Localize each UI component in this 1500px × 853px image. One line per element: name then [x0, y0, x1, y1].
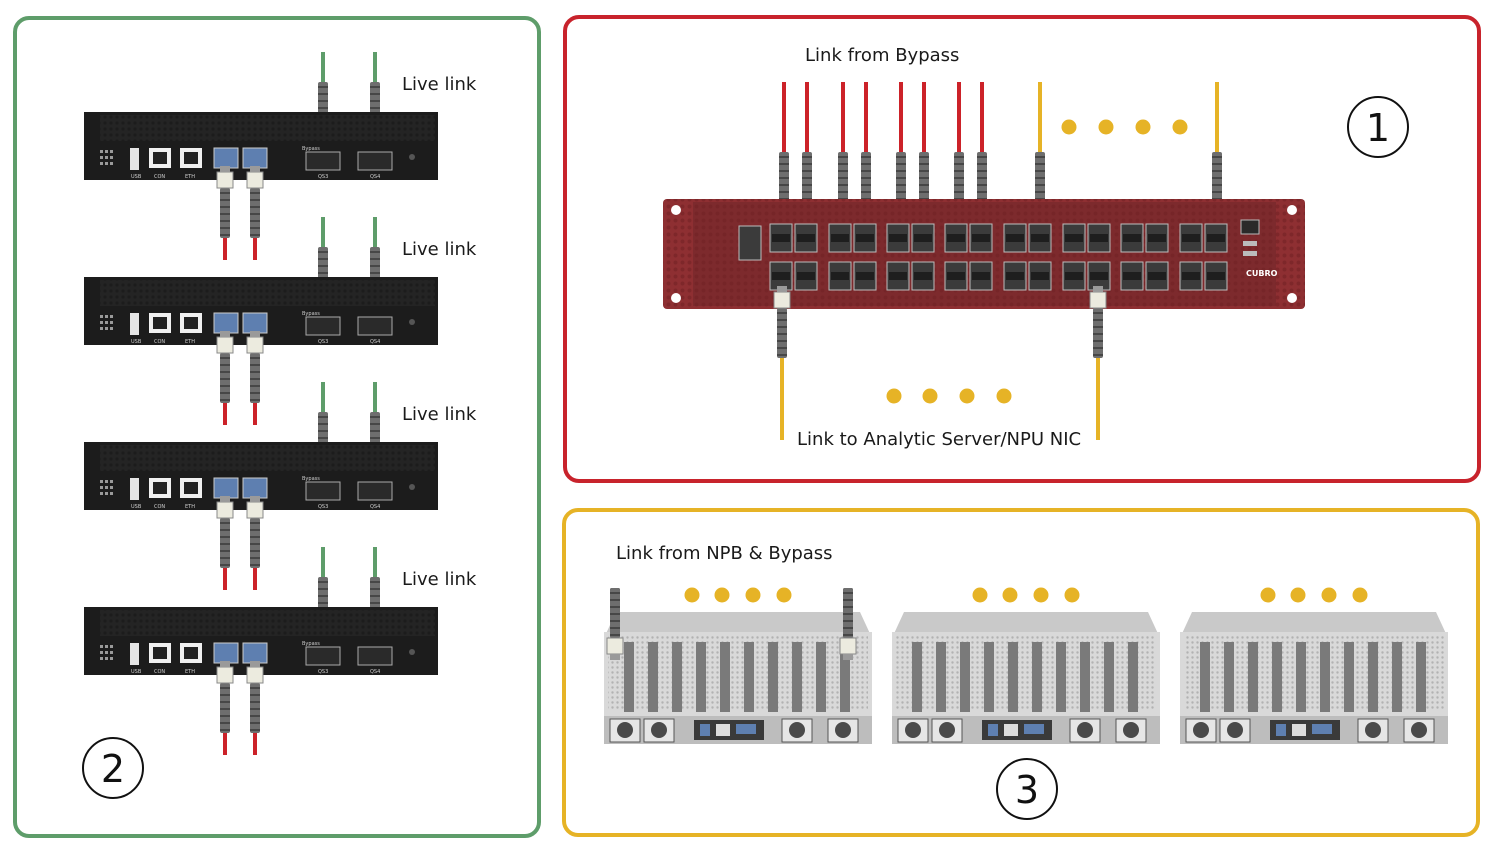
ellipsis-dot	[1061, 119, 1077, 135]
svg-text:QS3: QS3	[318, 339, 328, 345]
npb-chassis-icon: CUBRO	[663, 199, 1305, 309]
fiber-connector-icon	[246, 166, 264, 260]
servers-label: Link from NPB & Bypass	[616, 543, 833, 564]
svg-text:ETH: ETH	[185, 504, 195, 510]
bypass-switch-icon: USB CON ETH QS3 QS4 Bypass	[84, 217, 438, 425]
bypass-unit-4-live-label: Live link	[402, 569, 477, 590]
svg-text:QS4: QS4	[370, 339, 380, 345]
bypass-unit-3-live-label: Live link	[402, 404, 477, 425]
svg-text:Bypass: Bypass	[302, 641, 320, 647]
svg-text:QS3: QS3	[318, 504, 328, 510]
bypass-panel-number: 2	[82, 737, 144, 799]
bypass-switch-icon: USB CON ETH QS3 QS4 Bypass	[84, 52, 438, 260]
ellipsis-dot	[1290, 587, 1306, 603]
fiber-connector-icon	[216, 496, 234, 590]
ellipsis-dot	[959, 388, 975, 404]
ellipsis-dot	[1098, 119, 1114, 135]
ellipsis-dot	[1033, 587, 1049, 603]
ellipsis-dot	[996, 388, 1012, 404]
ellipsis-dot	[1321, 587, 1337, 603]
ellipsis-dot	[745, 587, 761, 603]
ellipsis-dot	[1002, 587, 1018, 603]
npb-top-label: Link from Bypass	[805, 45, 959, 66]
ellipsis-dot	[684, 587, 700, 603]
npb-panel-frame	[563, 15, 1481, 483]
ellipsis-dot	[1135, 119, 1151, 135]
svg-text:QS4: QS4	[370, 174, 380, 180]
rack-server-icon	[604, 587, 872, 744]
svg-text:USB: USB	[131, 669, 142, 675]
fiber-connector-icon	[216, 661, 234, 755]
svg-text:3: 3	[1015, 768, 1039, 812]
rack-server-icon	[606, 587, 1160, 744]
npb-panel-number: 1	[1347, 96, 1409, 158]
ellipsis-dot	[1260, 587, 1276, 603]
npb-bottom-label: Link to Analytic Server/NPU NIC	[797, 429, 1081, 450]
fiber-connector-icon	[1089, 286, 1107, 440]
bypass-panel-frame	[13, 16, 541, 838]
bypass-unit-2-live-label: Live link	[402, 239, 477, 260]
fiber-connector-icon	[773, 286, 791, 440]
bypass-switch-icon: USB CON ETH QS3 QS4 Bypass	[84, 382, 438, 590]
fiber-connector-icon	[246, 661, 264, 755]
svg-text:USB: USB	[131, 174, 142, 180]
ellipsis-dot	[922, 388, 938, 404]
servers-panel: Link from NPB & Bypass 3	[604, 543, 1448, 820]
npb-mgmt-port	[1240, 219, 1260, 235]
ellipsis-dot	[886, 388, 902, 404]
ellipsis-dot	[972, 587, 988, 603]
svg-text:CON: CON	[154, 174, 165, 180]
svg-text:2: 2	[101, 747, 125, 791]
svg-text:CON: CON	[154, 504, 165, 510]
ellipsis-dots-icon	[886, 388, 1012, 404]
ellipsis-dots-icon	[1061, 119, 1188, 135]
fiber-connector-icon	[839, 588, 857, 660]
rack-server-icon	[606, 587, 1448, 744]
svg-text:1: 1	[1366, 106, 1390, 150]
fiber-connector-icon	[216, 166, 234, 260]
svg-text:USB: USB	[131, 504, 142, 510]
svg-text:ETH: ETH	[185, 339, 195, 345]
svg-text:QS4: QS4	[370, 504, 380, 510]
svg-text:CON: CON	[154, 669, 165, 675]
svg-text:ETH: ETH	[185, 174, 195, 180]
svg-text:CON: CON	[154, 339, 165, 345]
ellipsis-dot	[1172, 119, 1188, 135]
ellipsis-dot	[1352, 587, 1368, 603]
fiber-connector-icon	[606, 588, 624, 660]
bypass-switch-icon: USB CON ETH QS3 QS4 Bypass	[84, 547, 438, 755]
svg-text:QS4: QS4	[370, 669, 380, 675]
svg-text:Bypass: Bypass	[302, 311, 320, 317]
servers-panel-number: 3	[996, 758, 1058, 820]
fiber-connector-icon	[246, 331, 264, 425]
svg-text:QS3: QS3	[318, 669, 328, 675]
npb-panel: Link from Bypass CUBRO Link to Analytic …	[663, 45, 1409, 450]
ellipsis-dot	[776, 587, 792, 603]
svg-text:USB: USB	[131, 339, 142, 345]
ellipsis-dot	[1064, 587, 1080, 603]
npb-bottom-fibers	[773, 286, 1107, 440]
svg-text:Bypass: Bypass	[302, 146, 320, 152]
fiber-connector-icon	[216, 331, 234, 425]
ellipsis-dot	[714, 587, 730, 603]
svg-text:ETH: ETH	[185, 669, 195, 675]
servers-panel-frame	[562, 508, 1480, 837]
svg-text:Bypass: Bypass	[302, 476, 320, 482]
fiber-connector-icon	[246, 496, 264, 590]
svg-text:QS3: QS3	[318, 174, 328, 180]
npb-brand-logo: CUBRO	[1246, 269, 1278, 278]
bypass-unit-1-live-label: Live link	[402, 74, 477, 95]
